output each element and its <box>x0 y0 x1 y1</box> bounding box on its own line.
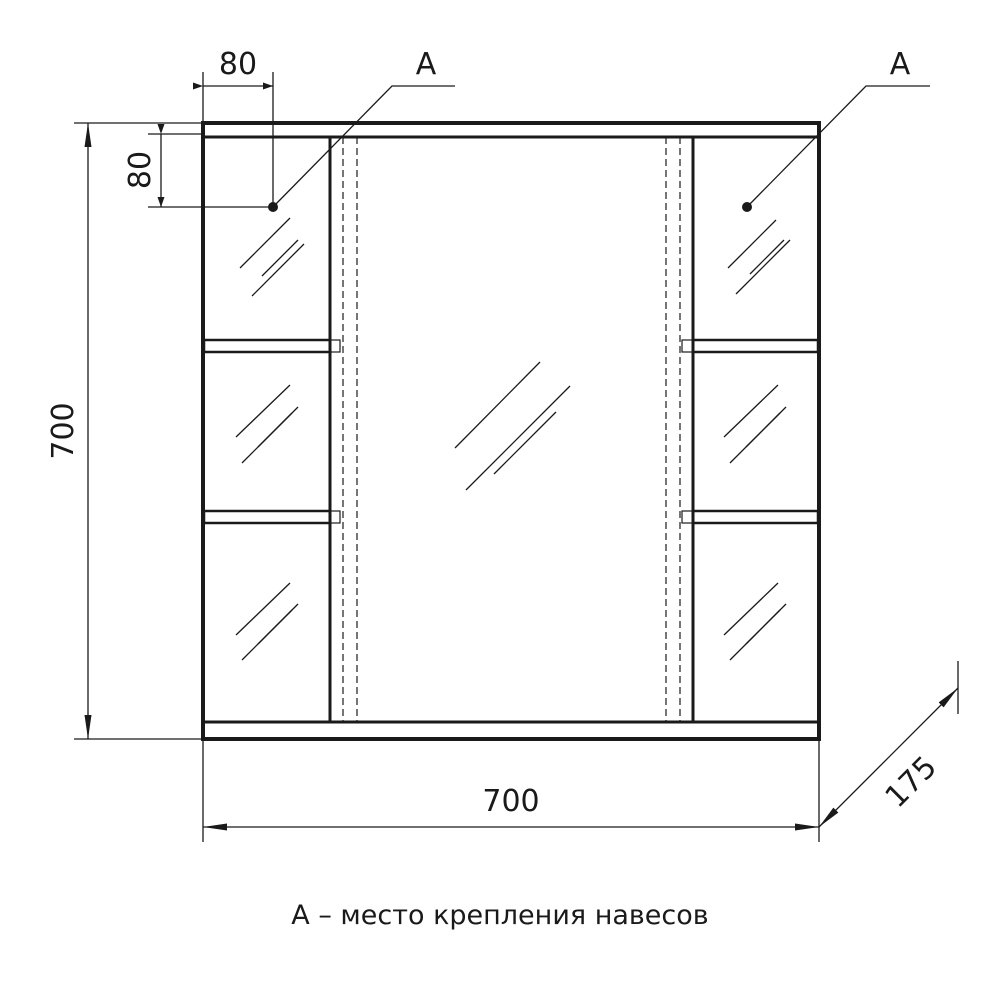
dimension-depth-label: 175 <box>879 750 944 815</box>
leader-right <box>746 85 930 208</box>
right-shelves <box>691 338 820 525</box>
leader-left <box>272 85 455 208</box>
dimension-mount-x-label: 80 <box>219 47 257 82</box>
door-dashed-edges <box>342 137 681 722</box>
dimension-mount-y-label: 80 <box>123 151 158 189</box>
marker-label-right: A <box>890 47 911 82</box>
legend-caption: А – место крепления навесов <box>291 900 709 931</box>
dimension-height <box>74 122 203 740</box>
dimension-depth <box>818 661 959 828</box>
dimension-mount-x <box>193 72 274 207</box>
dimension-mount-y <box>148 124 273 208</box>
mount-point-left: A <box>268 47 455 212</box>
dimension-height-label: 700 <box>46 402 81 459</box>
glass-hatching <box>235 217 791 661</box>
dimension-width-label: 700 <box>482 784 539 819</box>
cabinet <box>201 121 821 741</box>
left-shelves <box>202 338 332 525</box>
cabinet-outline <box>201 121 821 741</box>
mount-point-right: A <box>742 47 930 212</box>
marker-label-left: A <box>416 47 437 82</box>
shelf-pins <box>329 339 694 524</box>
